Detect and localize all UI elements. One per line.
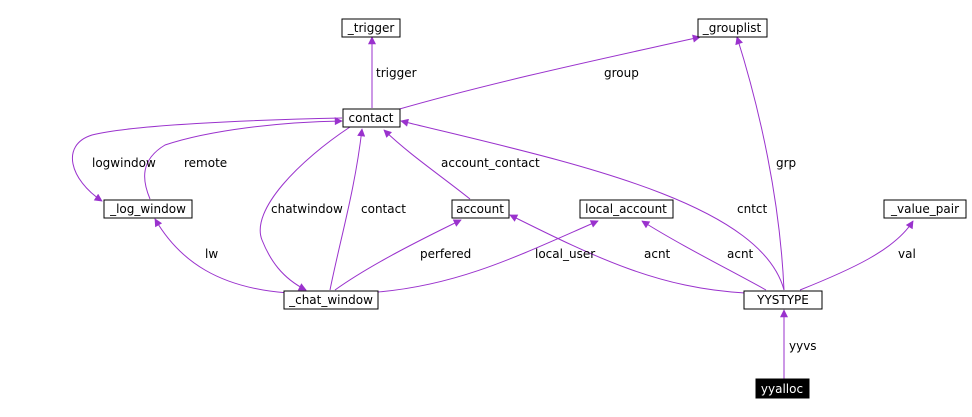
edge-label-yyvs: yyvs <box>789 339 817 353</box>
edges <box>72 34 914 380</box>
node-account[interactable]: account <box>451 199 510 219</box>
edge-label-lw: lw <box>205 247 218 261</box>
node-label-log-window: _log_window <box>109 202 186 216</box>
edge-cntct <box>400 118 785 291</box>
node-label-local-account: local_account <box>585 202 667 216</box>
edge-label-local-user: local_user <box>535 247 595 261</box>
edge-label-perfered: perfered <box>420 247 471 261</box>
node-yystype[interactable]: YYSTYPE <box>743 290 823 310</box>
node-label-yyalloc: yyalloc <box>761 382 803 396</box>
node-chat-window[interactable]: _chat_window <box>283 290 379 310</box>
node-log-window[interactable]: _log_window <box>103 199 193 219</box>
edge-group <box>395 34 701 111</box>
edge-label-account-contact: account_contact <box>441 156 540 170</box>
edge-label-logwindow: logwindow <box>92 156 156 170</box>
edge-label-chatwindow: chatwindow <box>271 202 343 216</box>
edge-lw <box>154 218 289 294</box>
edge-logwindow <box>72 117 343 202</box>
node-grouplist[interactable]: _grouplist <box>697 18 768 38</box>
edge-label-group: group <box>604 66 639 80</box>
node-label-trigger: _trigger <box>347 21 395 35</box>
edge-grp <box>735 36 785 291</box>
node-contact[interactable]: contact <box>342 108 401 128</box>
edge-label-remote: remote <box>184 156 227 170</box>
node-label-account: account <box>456 202 504 216</box>
edge-label-acnt-account: acnt <box>644 247 671 261</box>
edge-account-contact <box>383 129 471 200</box>
edge-label-grp: grp <box>776 156 796 170</box>
edge-label-val: val <box>898 247 916 261</box>
edge-acnt-local <box>641 220 767 291</box>
node-local-account[interactable]: local_account <box>579 199 674 219</box>
edge-perfered <box>334 219 462 291</box>
edge-label-contact: contact <box>361 202 406 216</box>
node-label-contact: contact <box>349 111 394 125</box>
edge-acnt-account <box>509 214 746 294</box>
edge-local-user <box>377 220 599 293</box>
edge-contact <box>329 128 366 291</box>
edge-val <box>799 220 914 291</box>
node-label-value-pair: _value_pair <box>890 202 959 216</box>
node-trigger[interactable]: _trigger <box>341 18 401 38</box>
edge-labels: trigger group logwindow remote account_c… <box>92 66 916 353</box>
node-label-chat-window: _chat_window <box>288 293 373 307</box>
edge-label-acnt-local: acnt <box>727 247 754 261</box>
edge-label-cntct: cntct <box>737 202 768 216</box>
node-value-pair[interactable]: _value_pair <box>883 199 967 219</box>
node-label-grouplist: _grouplist <box>702 21 762 35</box>
edge-remote <box>144 117 343 200</box>
edge-label-trigger: trigger <box>376 66 417 80</box>
node-yyalloc[interactable]: yyalloc <box>755 378 810 399</box>
node-label-yystype: YYSTYPE <box>756 293 809 307</box>
edge-chatwindow <box>259 126 351 291</box>
